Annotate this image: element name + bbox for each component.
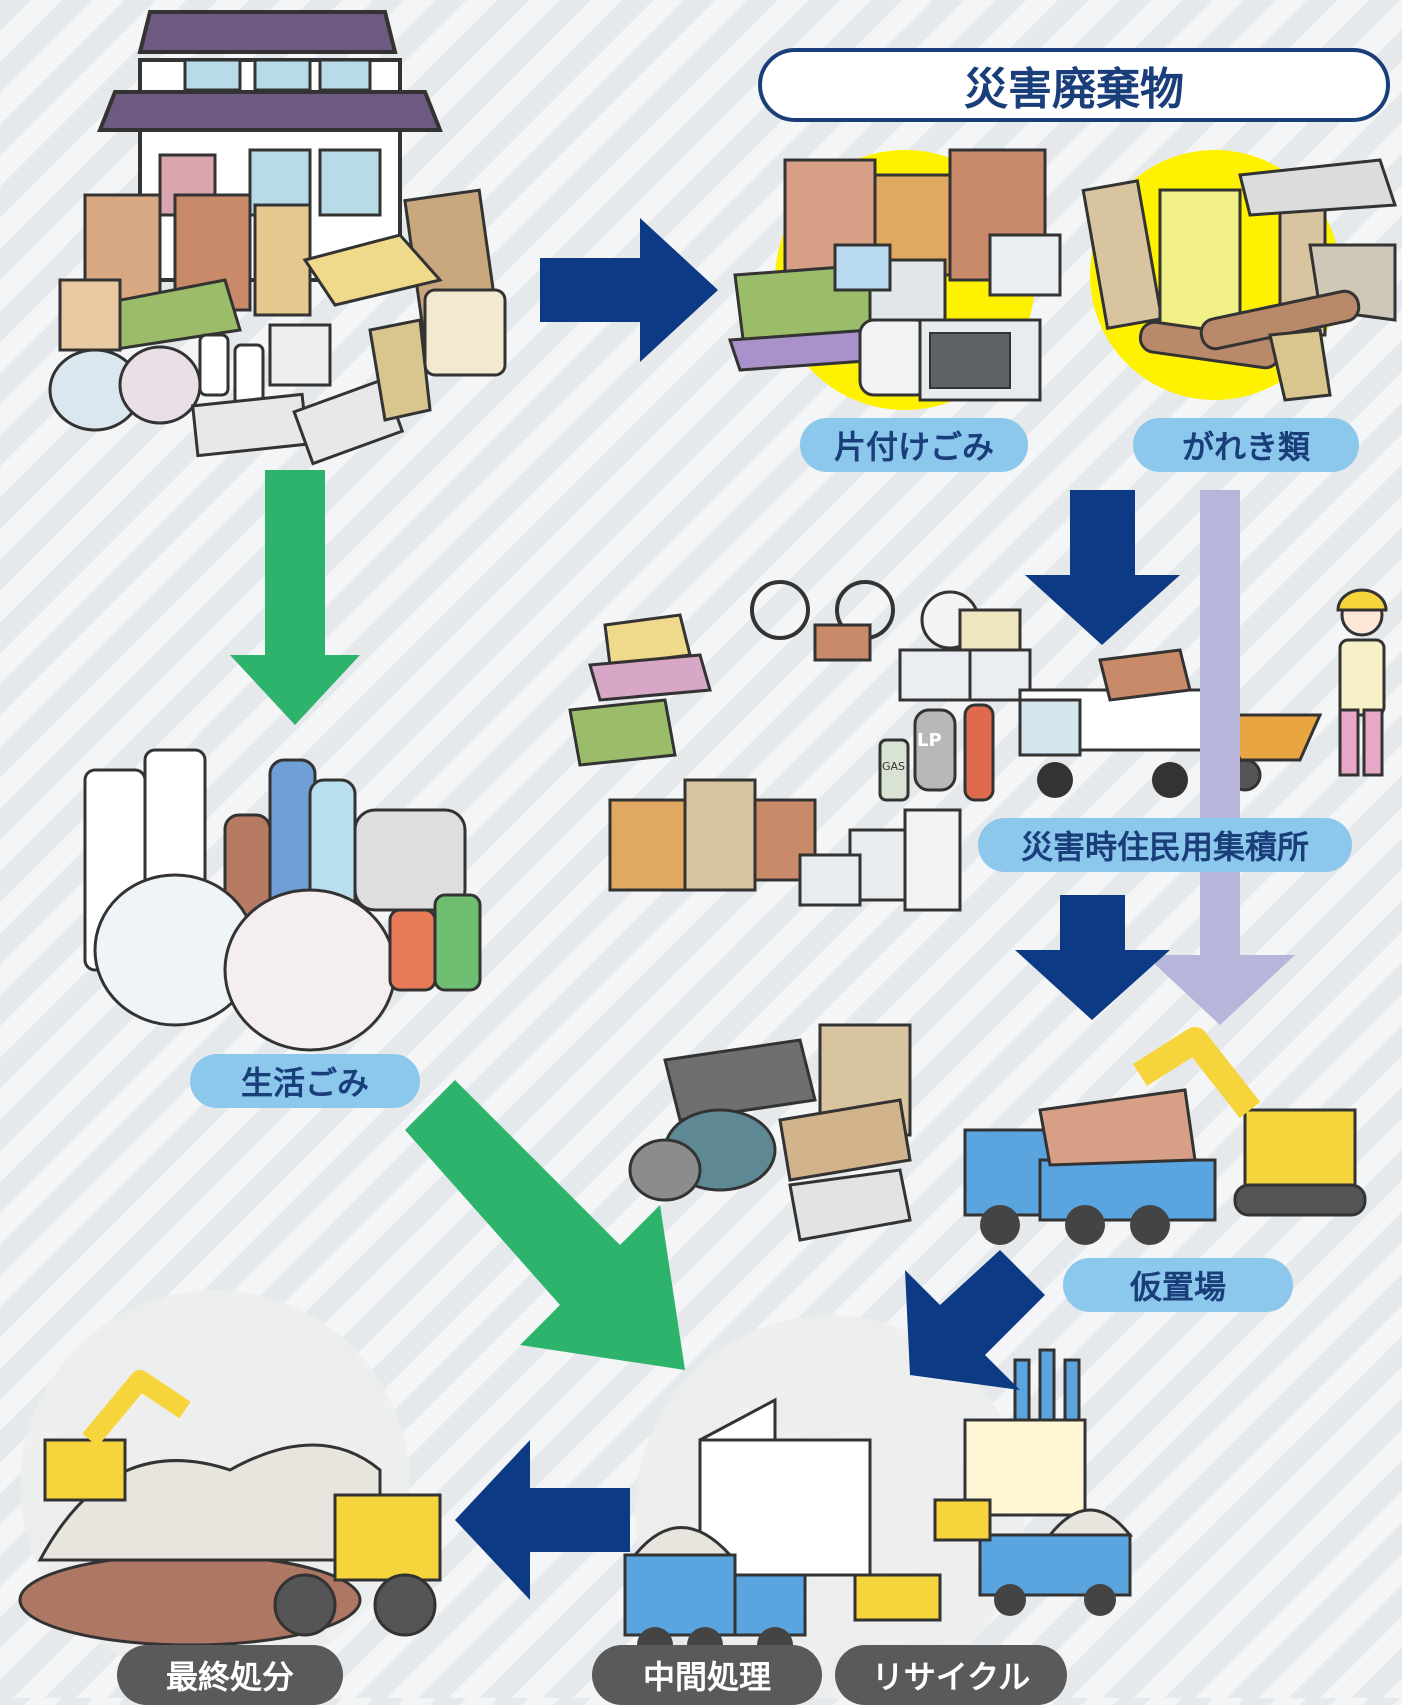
label-gareki: がれき類: [1133, 418, 1359, 472]
label-katazuke-gomi: 片付けごみ: [800, 418, 1028, 472]
gareki-illustration: [1081, 158, 1398, 402]
collection-point-illustration: [568, 580, 1388, 912]
arrow-seikatsu-to-processing: [405, 1080, 685, 1370]
label-chukan-shori: 中間処理: [592, 1645, 822, 1705]
arrow-house-to-seikatsu: [230, 470, 360, 725]
arrow-processing-to-landfill: [455, 1440, 630, 1600]
disaster-waste-title: 災害廃棄物: [758, 48, 1390, 122]
seikatsu-gomi-illustration: [83, 748, 482, 1052]
arrow-house-to-disaster-waste: [540, 218, 718, 362]
label-shusekijo: 災害時住民用集積所: [978, 818, 1352, 872]
label-seikatsu-gomi: 生活ごみ: [190, 1054, 420, 1108]
lp-gas-tag: LP: [917, 730, 942, 751]
arrow-karioki-to-processing: [905, 1250, 1045, 1390]
gas-can-tag: GAS: [882, 760, 906, 773]
label-saishu-shobun: 最終処分: [117, 1645, 343, 1705]
arrow-katazuke-to-collection: [1025, 490, 1180, 645]
damaged-house-illustration: [48, 10, 507, 466]
katazuke-gomi-illustration: [727, 148, 1062, 402]
arrow-collection-to-karioki: [1015, 895, 1170, 1020]
karioki-illustration: [628, 1023, 1367, 1245]
label-recycle: リサイクル: [835, 1645, 1067, 1705]
arrow-gareki-to-karioki: [1145, 490, 1295, 1025]
landfill-illustration: [18, 1370, 442, 1647]
processing-illustration: [623, 1348, 1134, 1663]
label-karioki: 仮置場: [1063, 1258, 1293, 1312]
